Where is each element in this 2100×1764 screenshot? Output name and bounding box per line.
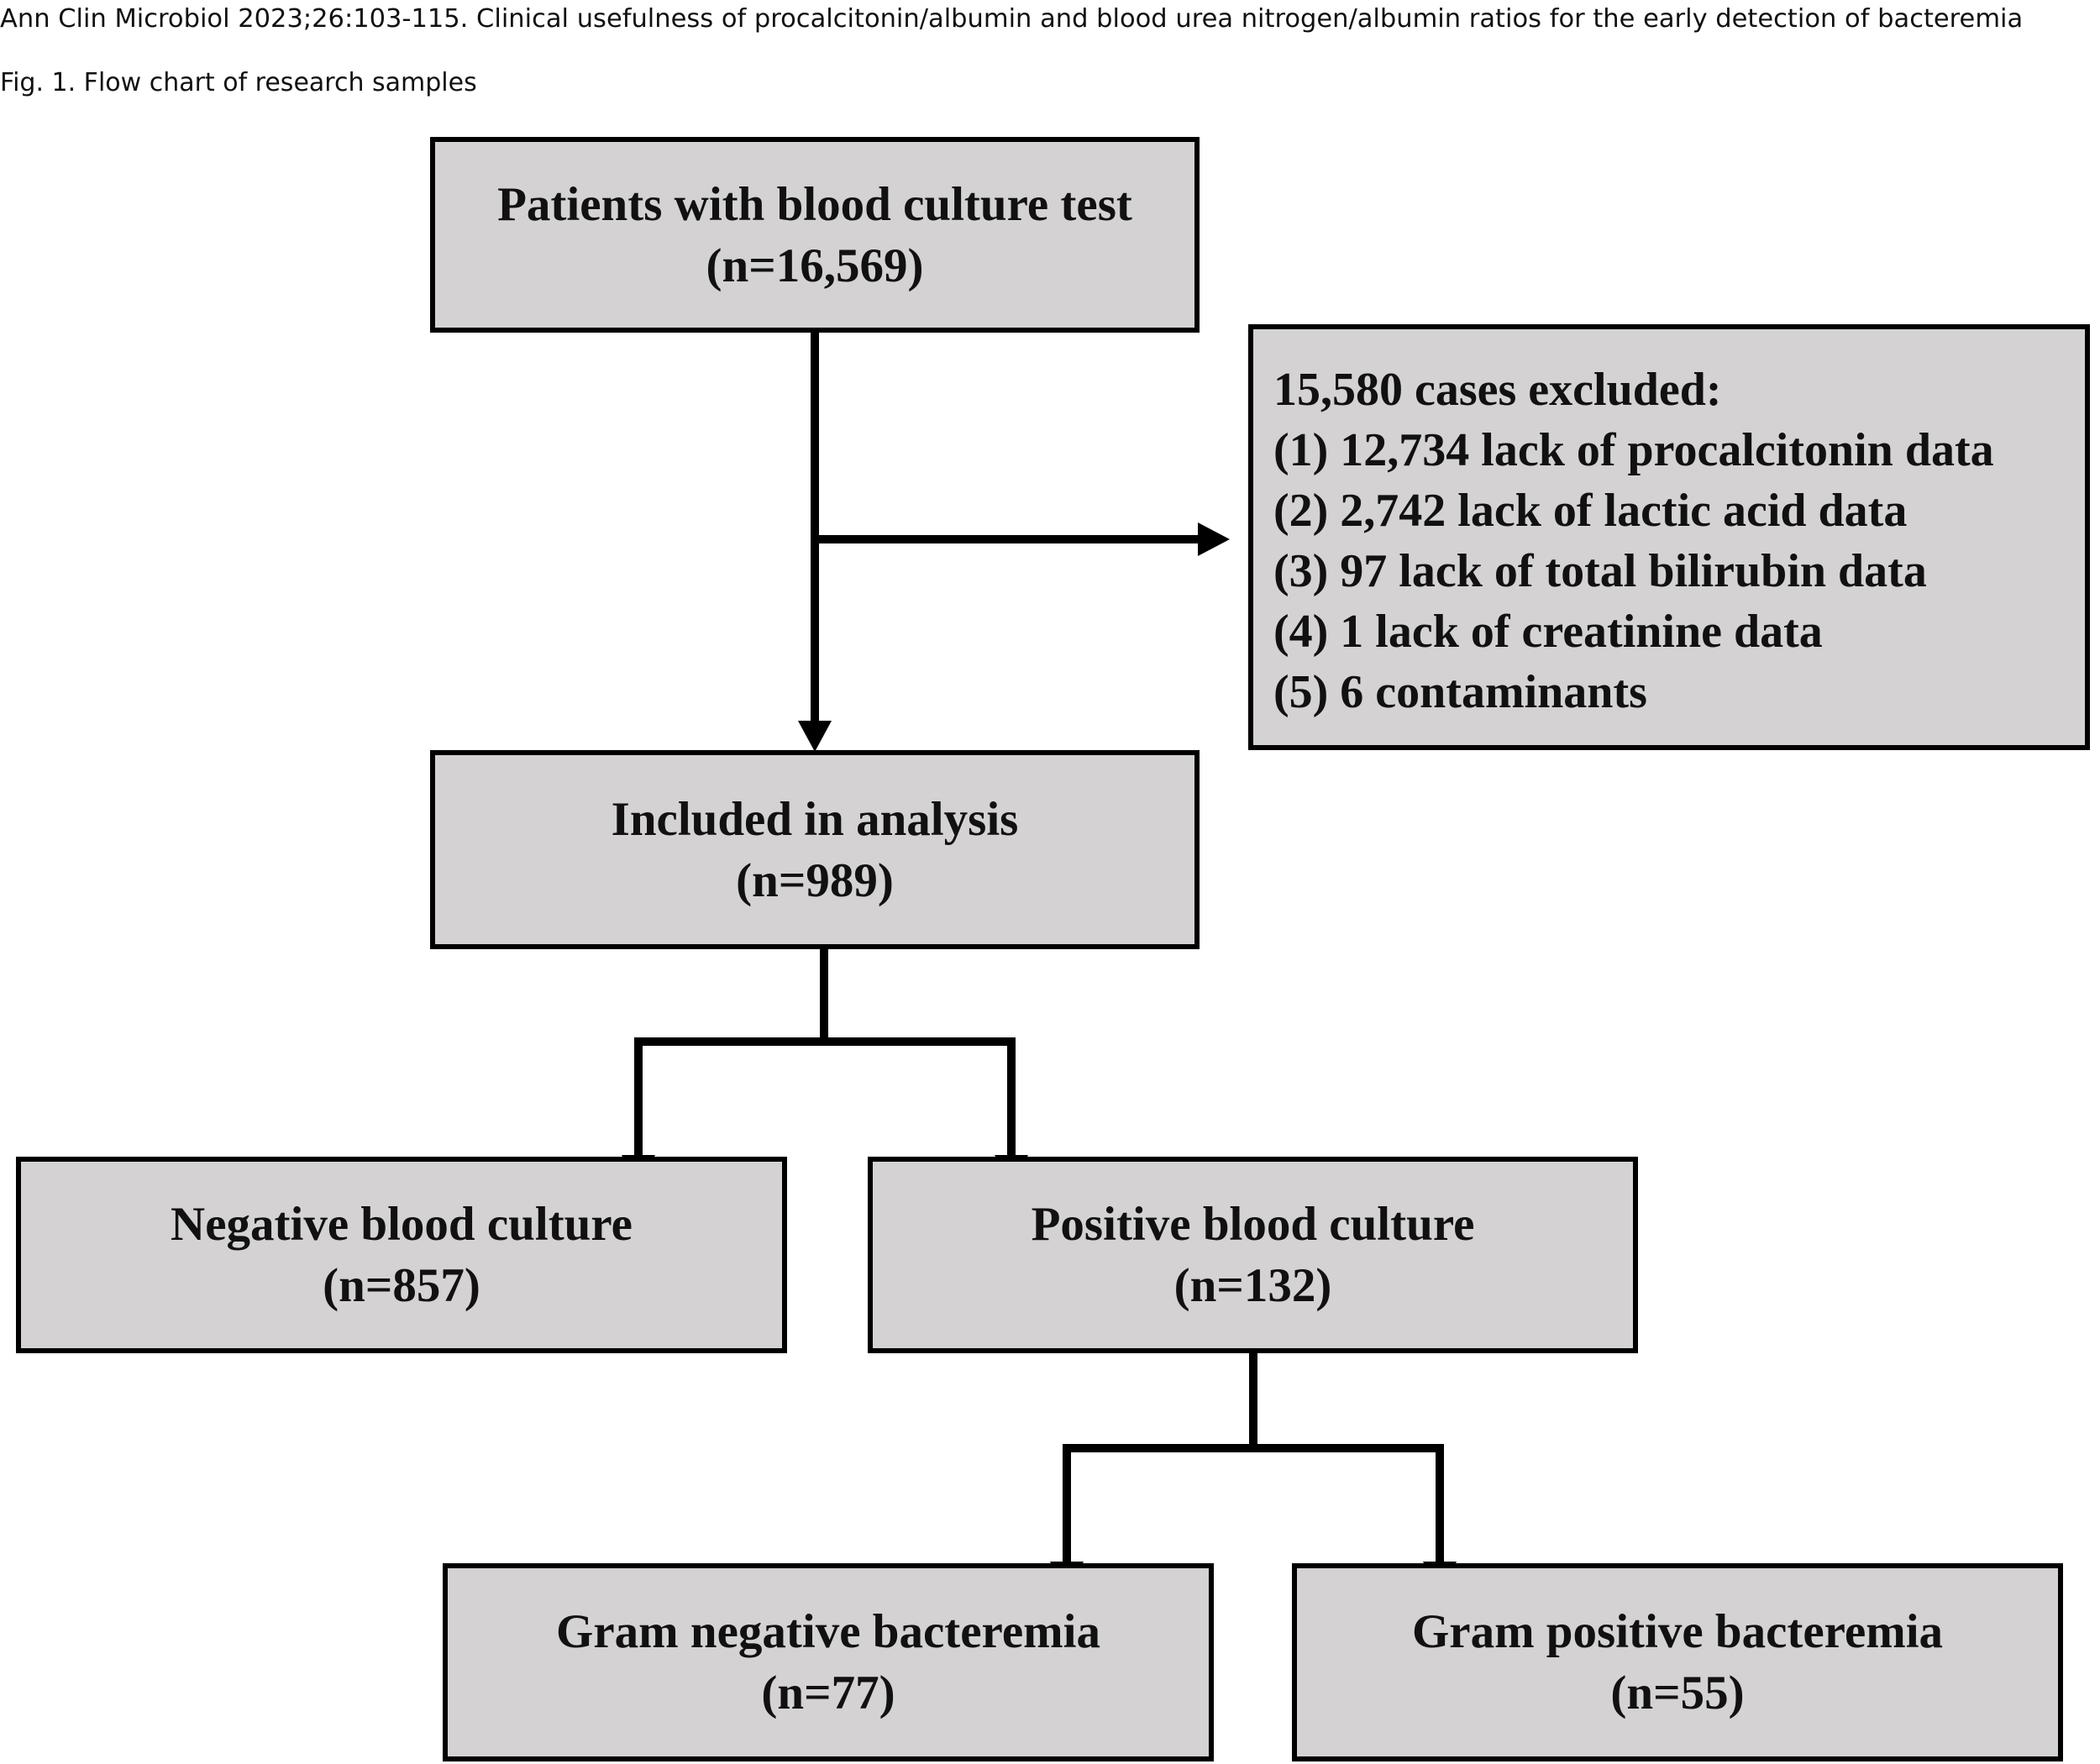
gram-negative-title: Gram negative bacteremia	[556, 1605, 1100, 1658]
arrowhead-to-included	[798, 721, 832, 752]
positive-culture-title: Positive blood culture	[1031, 1198, 1475, 1251]
figure-title: Fig. 1. Flow chart of research samples	[0, 68, 477, 97]
negative-culture-title: Negative blood culture	[171, 1198, 633, 1251]
connector-included-split	[634, 1037, 1016, 1158]
arrowhead-to-excluded	[1198, 522, 1230, 556]
start-box: Patients with blood culture test (n=16,5…	[430, 137, 1200, 333]
excluded-reason: (1) 12,734 lack of procalcitonin data	[1273, 424, 1994, 476]
excluded-reason: (2) 2,742 lack of lactic acid data	[1273, 485, 1908, 537]
excluded-reason: (3) 97 lack of total bilirubin data	[1273, 545, 1927, 597]
gram-positive-title: Gram positive bacteremia	[1411, 1605, 1944, 1658]
included-title: Included in analysis	[611, 792, 1019, 846]
connector-positive-split	[1063, 1444, 1444, 1564]
start-title: Patients with blood culture test	[497, 177, 1132, 231]
figure-citation: Ann Clin Microbiol 2023;26:103-115. Clin…	[0, 4, 2024, 34]
gram-negative-count: (n=77)	[761, 1667, 895, 1719]
positive-culture-count: (n=132)	[1173, 1259, 1332, 1312]
negative-culture-count: (n=857)	[323, 1259, 480, 1312]
positive-culture-box: Positive blood culture (n=132)	[868, 1157, 1638, 1353]
included-count: (n=989)	[736, 853, 894, 907]
gram-positive-count: (n=55)	[1610, 1667, 1745, 1719]
excluded-reason: (4) 1 lack of creatinine data	[1273, 606, 1823, 658]
excluded-heading: 15,580 cases excluded:	[1273, 364, 1722, 416]
excluded-box: 15,580 cases excluded: (1) 12,734 lack o…	[1248, 324, 2090, 750]
start-count: (n=16,569)	[706, 239, 924, 292]
excluded-reason: (5) 6 contaminants	[1273, 666, 1647, 718]
included-box: Included in analysis (n=989)	[430, 750, 1200, 949]
gram-positive-box: Gram positive bacteremia (n=55)	[1292, 1563, 2063, 1761]
negative-culture-box: Negative blood culture (n=857)	[16, 1157, 787, 1353]
gram-negative-box: Gram negative bacteremia (n=77)	[443, 1563, 1214, 1761]
